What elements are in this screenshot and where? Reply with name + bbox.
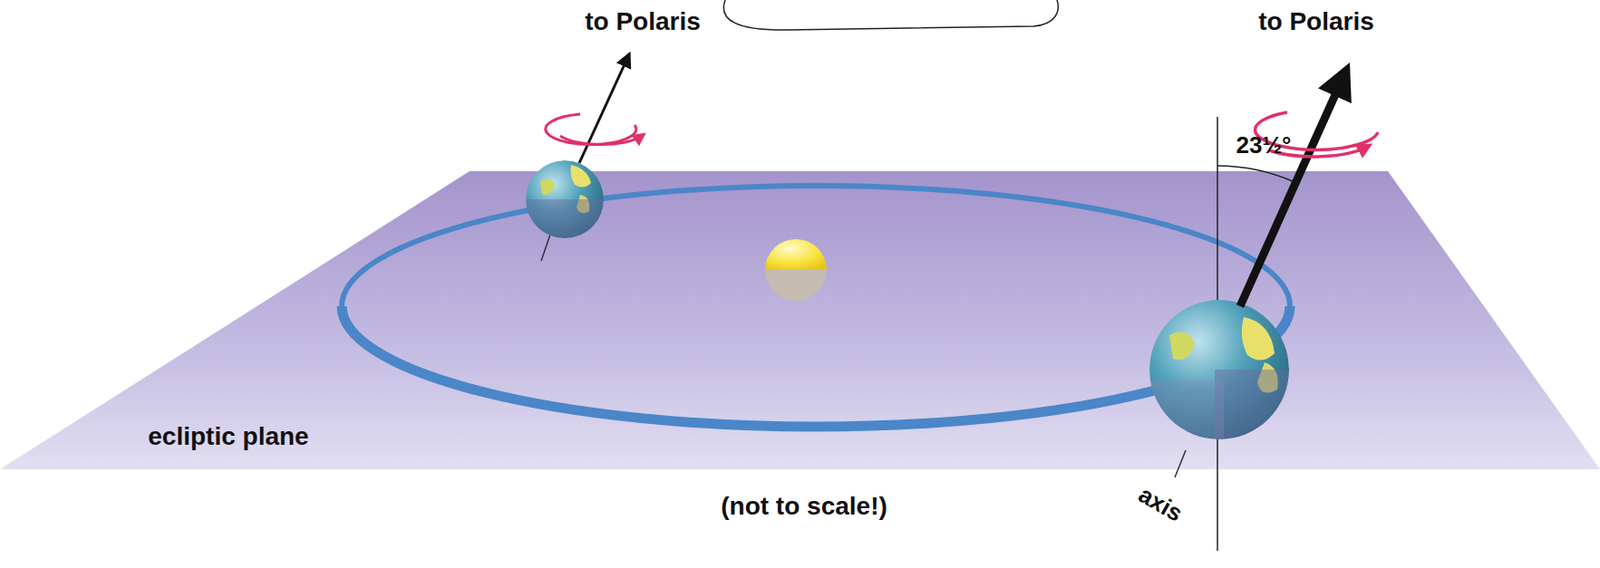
earth <box>516 160 617 245</box>
orbit-front <box>341 306 1290 427</box>
sun <box>765 239 827 271</box>
axis-arrow <box>579 54 630 164</box>
axis-arrow <box>1240 72 1346 307</box>
earth <box>1142 300 1297 454</box>
leader-line <box>1174 450 1186 478</box>
angle-label: 23½° <box>1235 132 1291 159</box>
note-label: (not to scale!) <box>720 493 888 522</box>
sun-below <box>765 270 827 301</box>
direction-label: to Polaris <box>1258 8 1375 37</box>
rotation-arrow <box>545 114 637 146</box>
direction-label: to Polaris <box>584 8 701 37</box>
plane-label: ecliptic plane <box>147 423 309 452</box>
orbit <box>341 185 1290 427</box>
ecliptic-plane <box>0 171 1600 470</box>
angle-arc <box>1217 165 1295 183</box>
axis-label: axis <box>1134 481 1187 527</box>
bubble-edge <box>723 0 1058 30</box>
rotation-arrow <box>560 135 642 146</box>
